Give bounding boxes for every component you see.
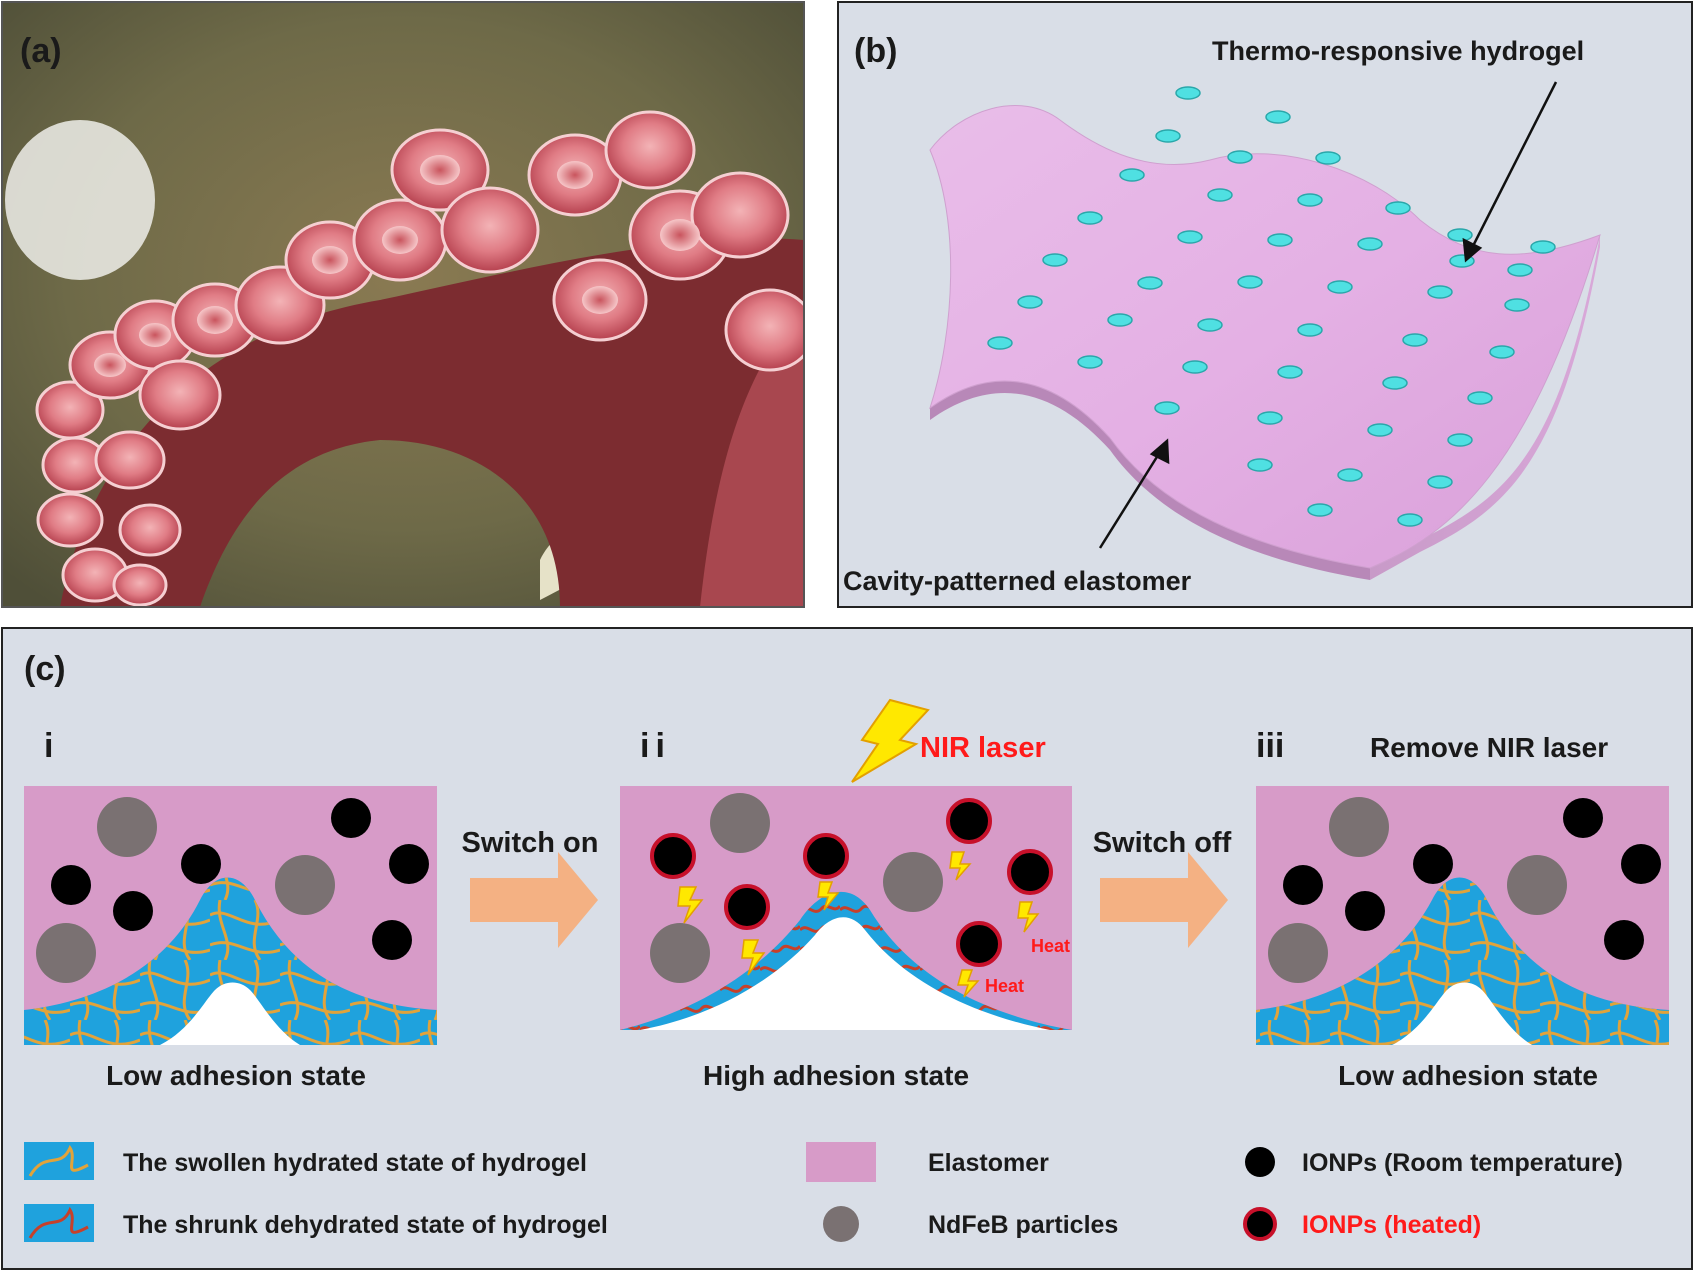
legend-label-ionp-room: IONPs (Room temperature) — [1302, 1149, 1623, 1177]
legend: The swollen hydrated state of hydrogel T… — [24, 1142, 1623, 1242]
panel-c: (c) i ii iii Low adhesion state Switch o… — [1, 627, 1693, 1270]
legend-label-elastomer: Elastomer — [928, 1149, 1049, 1177]
nir-laser-bolt-icon — [851, 698, 930, 783]
step-numeral-ii: ii — [640, 727, 671, 765]
step-numeral-iii: iii — [1256, 727, 1284, 765]
step-i-diagram — [24, 786, 437, 1045]
heat-label-2: Heat — [985, 976, 1024, 996]
callout-arrow-hydrogel — [1462, 81, 1558, 263]
panel-b: (b) Thermo-responsive hydrogel — [837, 1, 1693, 608]
switch-off-label: Switch off — [1093, 827, 1232, 859]
hydrogel-cavities — [987, 86, 1556, 527]
panel-a-photo — [2, 2, 804, 607]
legend-swatch-ndfeb — [823, 1206, 859, 1242]
switch-on-label: Switch on — [462, 827, 599, 859]
callout-elastomer-label: Cavity-patterned elastomer — [843, 566, 1192, 596]
callout-arrow-elastomer — [1098, 438, 1170, 549]
nir-laser-label: NIR laser — [920, 732, 1046, 764]
legend-label-ndfeb: NdFeB particles — [928, 1211, 1118, 1239]
legend-label-shrunk: The shrunk dehydrated state of hydrogel — [123, 1211, 608, 1239]
panel-b-label: (b) — [854, 32, 897, 70]
remove-nir-label: Remove NIR laser — [1370, 732, 1608, 763]
step-i-caption: Low adhesion state — [106, 1060, 366, 1091]
callout-hydrogel-label: Thermo-responsive hydrogel — [1212, 36, 1584, 66]
sucker-row — [35, 110, 804, 607]
heat-label-1: Heat — [1031, 936, 1070, 956]
legend-label-swollen: The swollen hydrated state of hydrogel — [123, 1149, 587, 1177]
legend-swatch-swollen — [24, 1142, 94, 1180]
step-numeral-i: i — [44, 727, 53, 765]
switch-on-arrow — [470, 852, 598, 948]
step-iii-caption: Low adhesion state — [1338, 1060, 1598, 1091]
panel-c-label: (c) — [24, 650, 66, 688]
legend-swatch-ionp-heated — [1243, 1207, 1277, 1241]
step-ii-caption: High adhesion state — [703, 1060, 969, 1091]
panel-a-label: (a) — [20, 32, 62, 70]
legend-swatch-shrunk — [24, 1204, 94, 1242]
switch-off-arrow — [1100, 852, 1228, 948]
step-iii-diagram — [1256, 786, 1669, 1045]
legend-swatch-elastomer — [806, 1142, 876, 1182]
step-ii-diagram — [620, 786, 1072, 1030]
legend-label-ionp-heated: IONPs (heated) — [1302, 1211, 1481, 1239]
legend-swatch-ionp-room — [1245, 1147, 1275, 1177]
